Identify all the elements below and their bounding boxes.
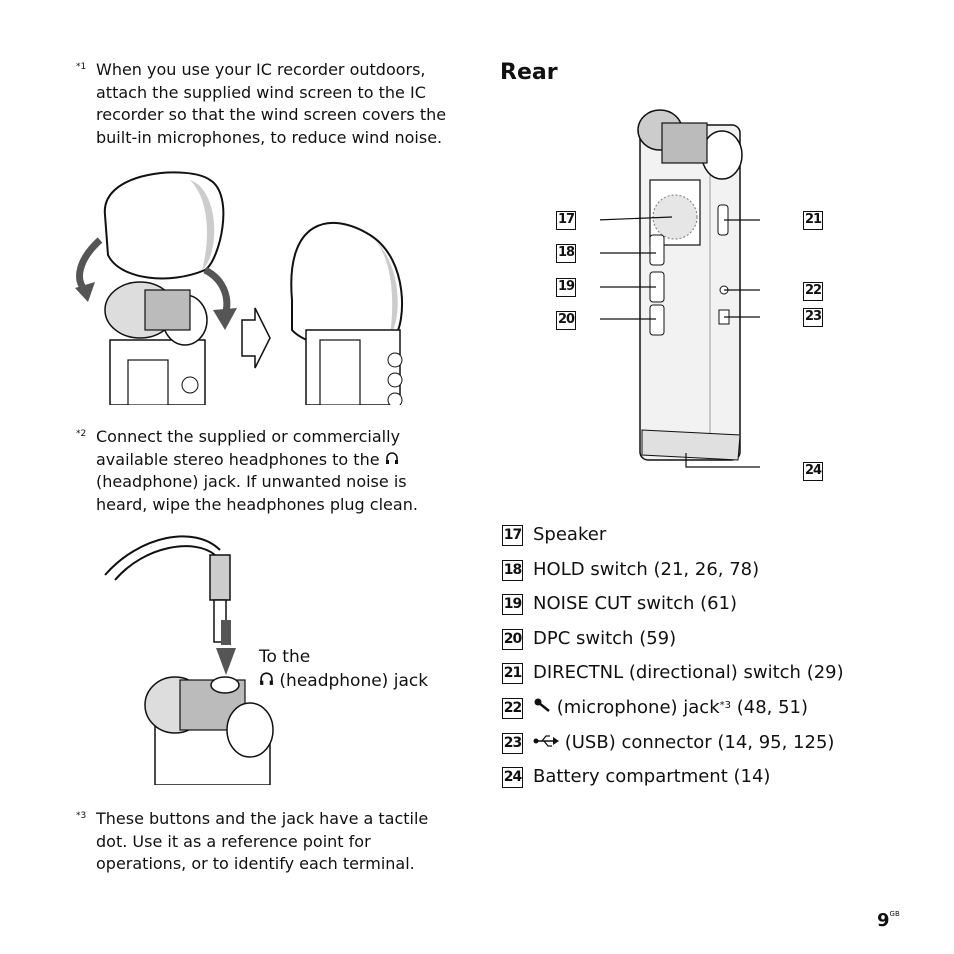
legend-item-17: 17 Speaker (502, 522, 606, 548)
arrow-left-icon (76, 237, 103, 293)
footnote-ref: *3 (719, 700, 732, 711)
legend-number: 23 (502, 732, 523, 754)
legend-label: HOLD switch (21, 26, 78) (533, 559, 760, 580)
caption-line-2: (headphone) jack (259, 669, 428, 693)
callout-21: 21 (803, 211, 823, 230)
legend-number: 21 (502, 662, 523, 684)
legend-number: 22 (502, 697, 523, 719)
legend-item-18: 18 HOLD switch (21, 26, 78) (502, 557, 759, 583)
footnote-text-b: (headphone) jack. If unwanted noise is h… (96, 472, 418, 514)
legend-label: NOISE CUT switch (61) (533, 593, 738, 614)
microphone-icon (533, 695, 551, 721)
legend-number: 19 (502, 593, 523, 615)
callout-23: 23 (803, 308, 823, 327)
wind-screen-foam (103, 171, 225, 280)
callout-22: 22 (803, 282, 823, 301)
footnote-text: When you use your IC recorder outdoors, … (96, 60, 447, 147)
footnote-mark: *3 (76, 811, 87, 821)
arrow-down-icon (216, 648, 236, 675)
callout-20: 20 (556, 311, 576, 330)
callout-18: 18 (556, 244, 576, 263)
rear-device-illustration (600, 109, 760, 468)
legend-number: 24 (502, 766, 523, 788)
legend-label: Battery compartment (14) (533, 766, 771, 787)
headphone-icon (259, 669, 274, 693)
legend-number: 20 (502, 628, 523, 650)
legend-label: (microphone) jack (556, 697, 720, 718)
callout-17: 17 (556, 211, 576, 230)
callout-19: 19 (556, 278, 576, 297)
wind-screen-illustration (75, 171, 404, 405)
footnote-text: These buttons and the jack have a tactil… (96, 809, 429, 873)
legend-item-22: 22 (microphone) jack*3 (48, 51) (502, 695, 808, 721)
legend-number: 18 (502, 559, 523, 581)
page-number-value: 9 (877, 910, 890, 931)
legend-label-pages: (48, 51) (731, 697, 809, 718)
legend-label: Speaker (533, 524, 607, 545)
headphone-icon (385, 449, 399, 472)
legend-item-19: 19 NOISE CUT switch (61) (502, 591, 737, 617)
legend-label: DIRECTNL (directional) switch (29) (533, 662, 844, 683)
legend-item-23: 23 (USB) connector (14, 95, 125) (502, 730, 834, 756)
usb-icon (533, 730, 559, 756)
legend-number: 17 (502, 524, 523, 546)
page-number-suffix: GB (889, 910, 900, 918)
footnote-text-a: Connect the supplied or commercially ava… (96, 427, 401, 469)
legend-label: (USB) connector (14, 95, 125) (564, 732, 835, 753)
callout-24: 24 (803, 462, 823, 481)
section-title: Rear (500, 60, 558, 85)
footnote-mark: *1 (76, 62, 87, 72)
page-number: 9GB (877, 910, 900, 931)
arrow-right-icon (241, 307, 271, 369)
headphone-caption: To the (headphone) jack (259, 645, 428, 693)
speaker-grille (652, 194, 698, 240)
footnote-mark: *2 (76, 429, 87, 439)
legend-item-24: 24 Battery compartment (14) (502, 764, 770, 790)
headphone-plug-illustration (104, 535, 274, 785)
legend-item-21: 21 DIRECTNL (directional) switch (29) (502, 660, 844, 686)
caption-line-2-text: (headphone) jack (279, 671, 429, 691)
footnote-text: Connect the supplied or commercially ava… (96, 426, 456, 516)
legend-item-20: 20 DPC switch (59) (502, 626, 676, 652)
caption-line-1: To the (259, 647, 311, 667)
legend-label: DPC switch (59) (533, 628, 677, 649)
